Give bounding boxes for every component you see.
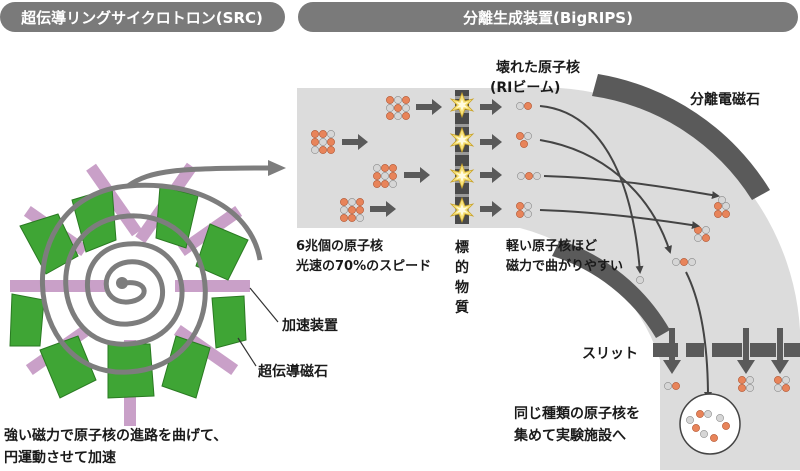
arrow-icon xyxy=(737,328,755,374)
trajectories xyxy=(539,105,720,400)
src-header-text: 超伝導リングサイクロトロン(SRC) xyxy=(20,9,263,27)
bigrips-header-text: 分離生成装置(BigRIPS) xyxy=(463,9,633,27)
beamline xyxy=(297,74,800,470)
spiral-path xyxy=(39,182,263,375)
label-src-caption-1: 強い磁力で原子核の進路を曲げて、 xyxy=(4,427,227,444)
arrow-icon xyxy=(404,167,430,183)
label-target-4: 質 xyxy=(455,299,469,316)
arrow-icon xyxy=(268,160,286,176)
beam-exit-path xyxy=(126,165,271,189)
label-speed-1: 6兆個の原子核 xyxy=(296,238,383,254)
label-facility-1: 同じ種類の原子核を xyxy=(514,405,640,422)
arrow-icon xyxy=(480,134,502,150)
cyclotron xyxy=(9,160,286,426)
arrow-icon xyxy=(663,328,681,374)
label-light-nuclei-1: 軽い原子核ほど xyxy=(506,238,597,254)
arrow-icon xyxy=(480,99,502,115)
label-speed-2: 光速の70%のスピード xyxy=(295,258,431,274)
target-material xyxy=(450,90,474,224)
bigrips-header: 分離生成装置(BigRIPS) xyxy=(298,2,798,32)
lower-magnet-arc xyxy=(552,240,670,338)
collection-circle xyxy=(679,393,741,455)
label-separation-magnet: 分離電磁石 xyxy=(690,91,760,108)
label-src-caption-2: 円運動させて加速 xyxy=(4,449,116,466)
label-light-nuclei-2: 磁力で曲がりやすい xyxy=(506,258,623,274)
nucleus-cluster-icon xyxy=(340,198,364,222)
beam-arrows xyxy=(342,99,502,217)
nucleus-cluster-icon xyxy=(373,164,397,188)
slit-arrows xyxy=(663,328,789,374)
label-accelerator: 加速装置 xyxy=(281,317,338,334)
label-sc-magnet: 超伝導磁石 xyxy=(257,363,328,380)
label-facility-2: 集めて実験施設へ xyxy=(513,427,626,444)
label-target-1: 標 xyxy=(455,239,469,256)
arrow-icon xyxy=(480,167,502,183)
arrow-icon xyxy=(370,201,396,217)
separation-magnet xyxy=(592,74,770,200)
arrow-icon xyxy=(416,99,442,115)
spiral-center xyxy=(116,277,128,289)
src-header: 超伝導リングサイクロトロン(SRC) xyxy=(0,2,285,32)
label-target-2: 的 xyxy=(455,259,469,276)
arrow-icon xyxy=(342,134,368,150)
nucleus-cluster-icon xyxy=(311,130,335,154)
arrow-icon xyxy=(771,328,789,374)
label-slit: スリット xyxy=(582,346,638,362)
nucleus-cluster-icon xyxy=(386,96,410,120)
label-target-3: 物 xyxy=(455,279,469,296)
arrow-icon xyxy=(480,201,502,217)
label-broken-nuclei: 壊れた原子核 xyxy=(496,59,580,76)
label-ri-beam: (RIビーム) xyxy=(490,80,560,96)
